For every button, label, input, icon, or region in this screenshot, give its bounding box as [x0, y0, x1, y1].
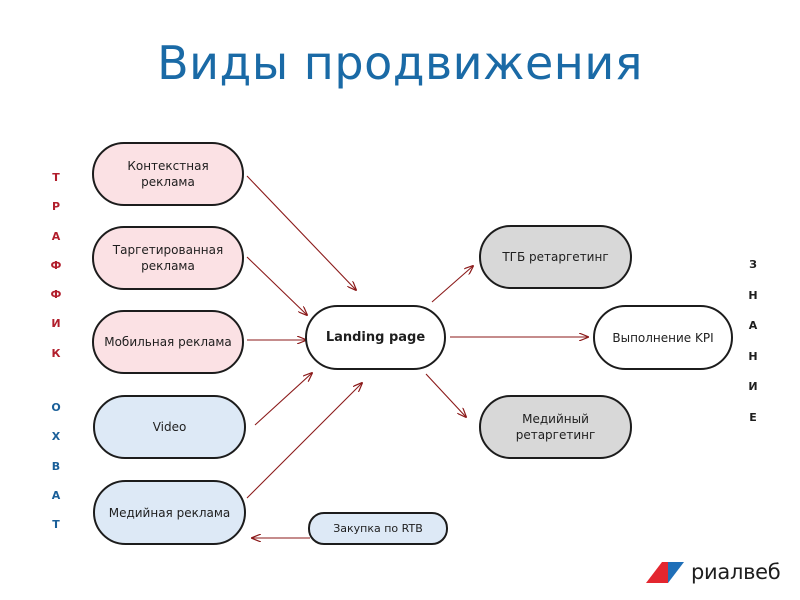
rialweb-logo: риалвеб — [646, 558, 781, 586]
knowledge-letter: А — [748, 319, 758, 332]
traffic-letter: Р — [51, 200, 61, 214]
node-rtb-purchase-label: Закупка по RTB — [333, 521, 423, 535]
node-rtb-purchase: Закупка по RTB — [308, 512, 448, 545]
node-landing-page-label: Landing page — [325, 329, 426, 345]
node-video-label: Video — [152, 420, 187, 434]
node-media-retargeting: Медийный ретаргетинг — [479, 395, 632, 459]
node-mobile-ads: Мобильная реклама — [92, 310, 244, 374]
reach-letter: А — [51, 488, 61, 502]
traffic-vertical-label: Т Р А Ф Ф И К — [46, 163, 66, 368]
node-media-retargeting-label: Медийный ретаргетинг — [515, 412, 596, 442]
node-media-ads-label: Медийная реклама — [108, 505, 231, 520]
node-tgb-retargeting-label: ТГБ ретаргетинг — [502, 250, 609, 264]
traffic-letter: Ф — [50, 288, 62, 302]
rialweb-logo-mark — [646, 562, 684, 583]
arrow-targeted-to-landing — [246, 256, 307, 315]
reach-letter: Т — [52, 518, 60, 532]
reach-vertical-label: О Х В А Т — [46, 393, 66, 539]
arrow-contextual-to-landing — [246, 175, 356, 290]
node-landing-page: Landing page — [305, 305, 446, 370]
traffic-letter: К — [51, 346, 61, 360]
traffic-letter: А — [51, 229, 61, 243]
arrow-video-to-landing — [254, 373, 312, 426]
knowledge-letter: Е — [749, 410, 757, 424]
reach-letter: В — [51, 459, 61, 473]
node-mobile-ads-label: Мобильная реклама — [104, 335, 232, 349]
node-targeted-ads: Таргетированная реклама — [92, 226, 244, 290]
knowledge-letter: З — [749, 258, 757, 271]
node-video: Video — [93, 395, 246, 459]
arrow-media-to-landing — [246, 383, 362, 499]
node-tgb-retargeting: ТГБ ретаргетинг — [479, 225, 632, 289]
node-targeted-ads-label: Таргетированная реклама — [112, 243, 224, 273]
traffic-letter: И — [51, 317, 61, 331]
knowledge-vertical-label: З Н А Н И Е — [743, 250, 763, 433]
traffic-letter: Т — [52, 171, 60, 184]
reach-letter: Х — [51, 430, 61, 444]
arrow-landing-to-media-retargeting — [425, 373, 466, 417]
node-kpi: Выполнение KPI — [593, 305, 733, 370]
knowledge-letter: И — [748, 380, 758, 393]
slide-title: Виды продвижения — [157, 36, 643, 90]
rialweb-logo-text: риалвеб — [691, 560, 781, 584]
knowledge-letter: Н — [748, 288, 758, 302]
node-contextual-ads: Контекстная реклама — [92, 142, 244, 206]
node-kpi-label: Выполнение KPI — [612, 330, 714, 345]
node-media-ads: Медийная реклама — [93, 480, 246, 545]
knowledge-letter: Н — [748, 349, 758, 363]
node-contextual-ads-label: Контекстная реклама — [127, 159, 209, 189]
traffic-letter: Ф — [50, 258, 62, 272]
reach-letter: О — [51, 401, 61, 414]
arrow-landing-to-tgb — [431, 266, 473, 303]
